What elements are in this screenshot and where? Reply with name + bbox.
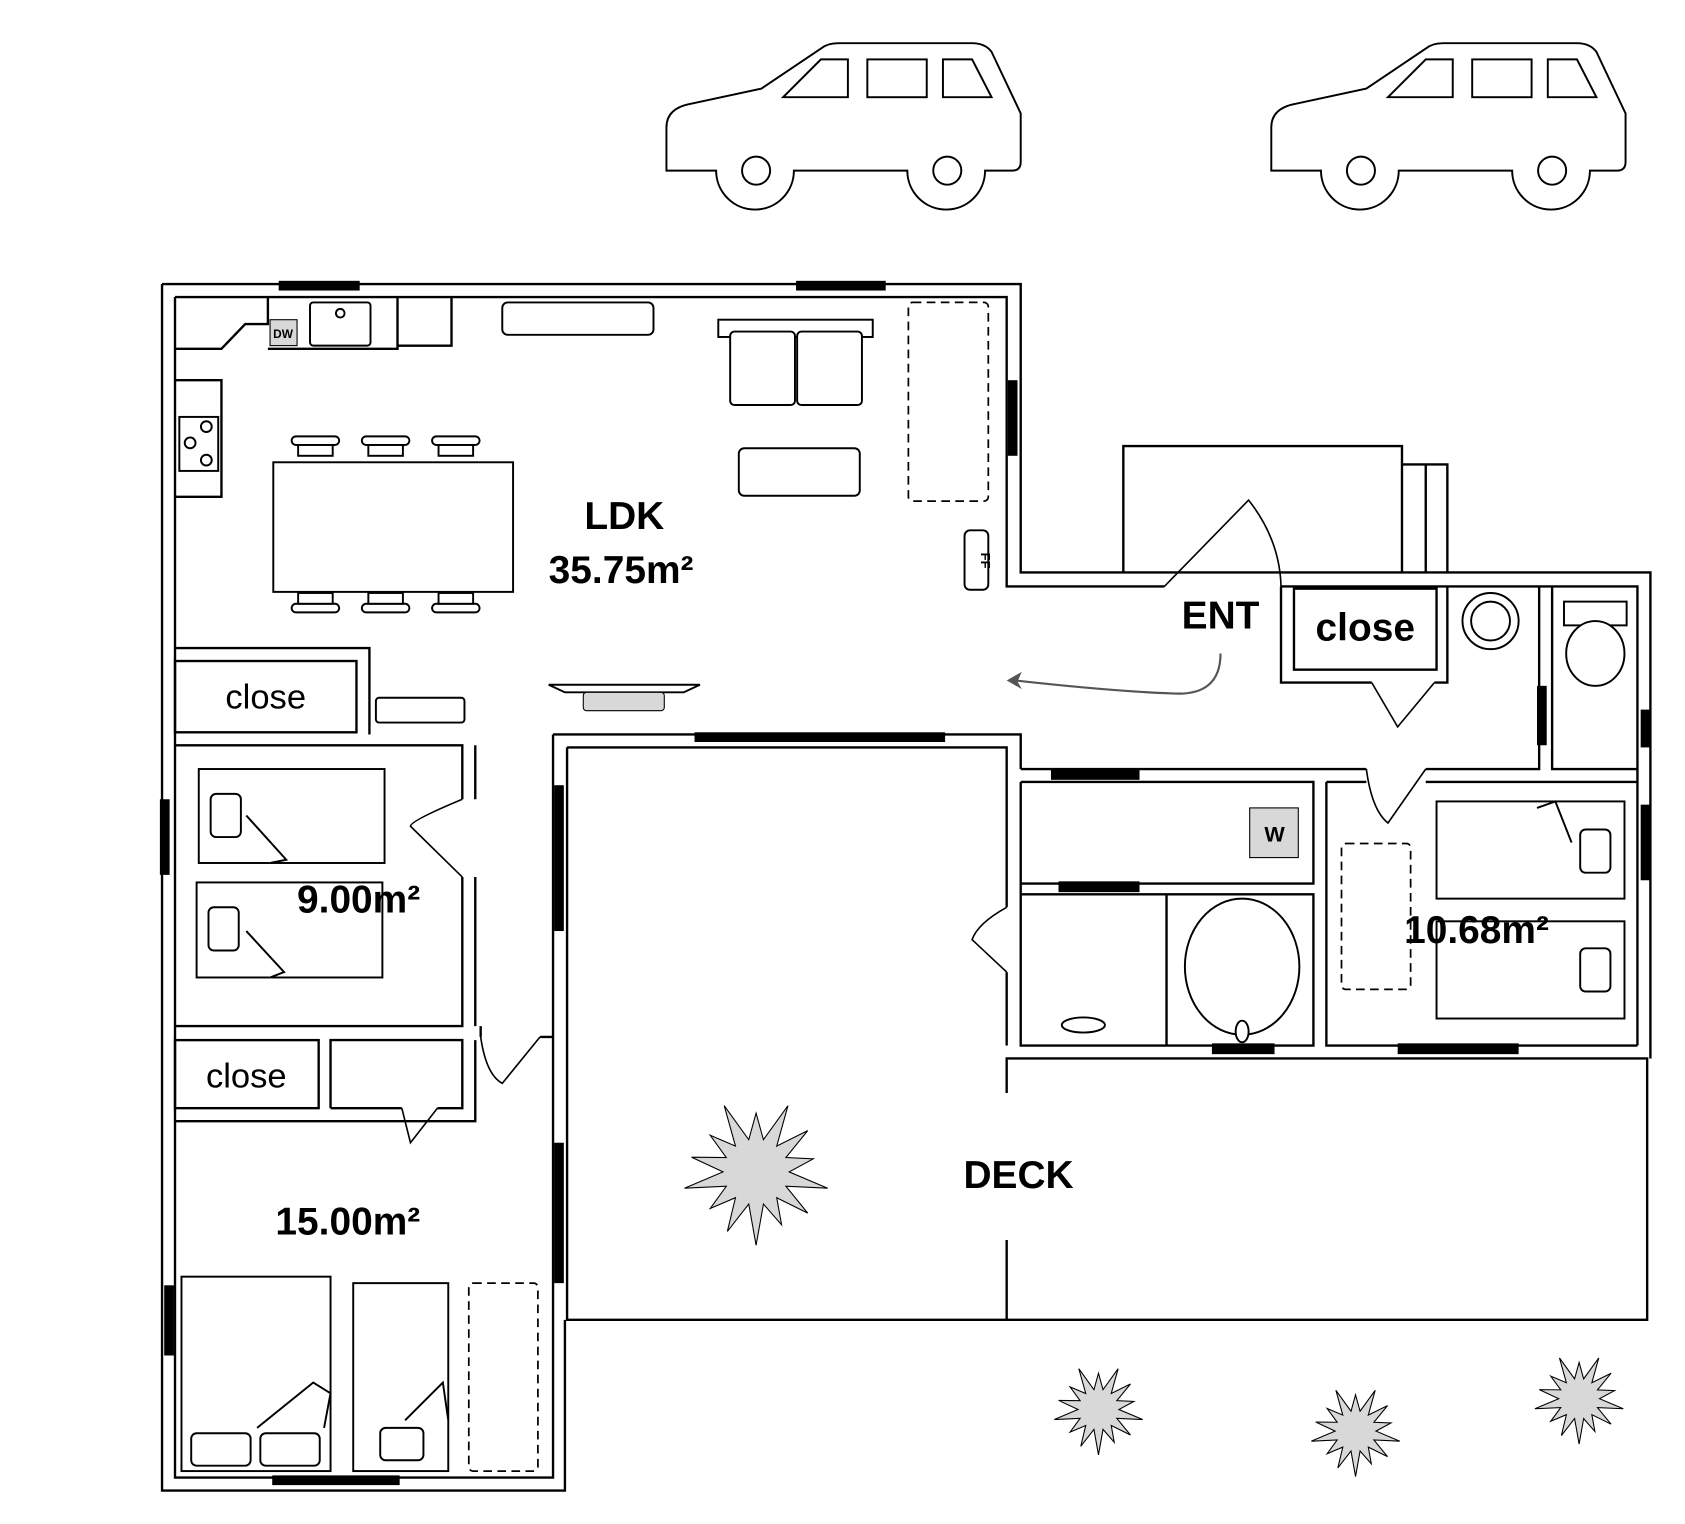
chair-icon <box>290 435 341 457</box>
fridge-label: FF <box>978 553 993 569</box>
tree-icon <box>1311 1389 1400 1477</box>
closet-label: close <box>1316 606 1415 649</box>
doors <box>401 498 1436 1145</box>
tree-icon <box>1054 1368 1143 1455</box>
tree-icon <box>1534 1357 1624 1445</box>
room-area-ldk: 35.75m² <box>549 549 694 592</box>
closet-label: close <box>225 679 306 717</box>
area-name-deck: DECK <box>963 1154 1073 1197</box>
chair-icon <box>360 591 411 614</box>
washer-label: W <box>1264 821 1285 846</box>
bathroom-fixtures: W <box>1060 591 1628 1044</box>
chair-icon <box>290 591 341 614</box>
dining-chairs <box>290 435 481 614</box>
room-area-bedroom-3: 15.00m² <box>275 1201 420 1244</box>
room-area-bedroom-2: 10.68m² <box>1404 909 1549 952</box>
chair-icon <box>431 591 481 614</box>
chair-icon <box>431 435 481 457</box>
room-area-bedroom-1: 9.00m² <box>297 879 420 922</box>
tree-icons <box>684 1105 1624 1477</box>
kitchen-counter: DW <box>175 297 453 499</box>
living-furniture: FF <box>374 301 993 724</box>
dining-table <box>272 461 515 593</box>
chair-icon <box>360 435 411 457</box>
room-name-ent: ENT <box>1182 595 1260 638</box>
dishwasher-label: DW <box>273 327 294 341</box>
car-icon <box>665 42 1022 211</box>
room-name-ldk: LDK <box>584 495 664 538</box>
closet-label: close <box>206 1058 287 1096</box>
beds <box>180 768 1626 1473</box>
car-icon <box>1270 42 1627 211</box>
windows <box>159 280 1651 1486</box>
entry-arrow-icon <box>1015 653 1222 695</box>
tree-icon <box>684 1105 828 1246</box>
